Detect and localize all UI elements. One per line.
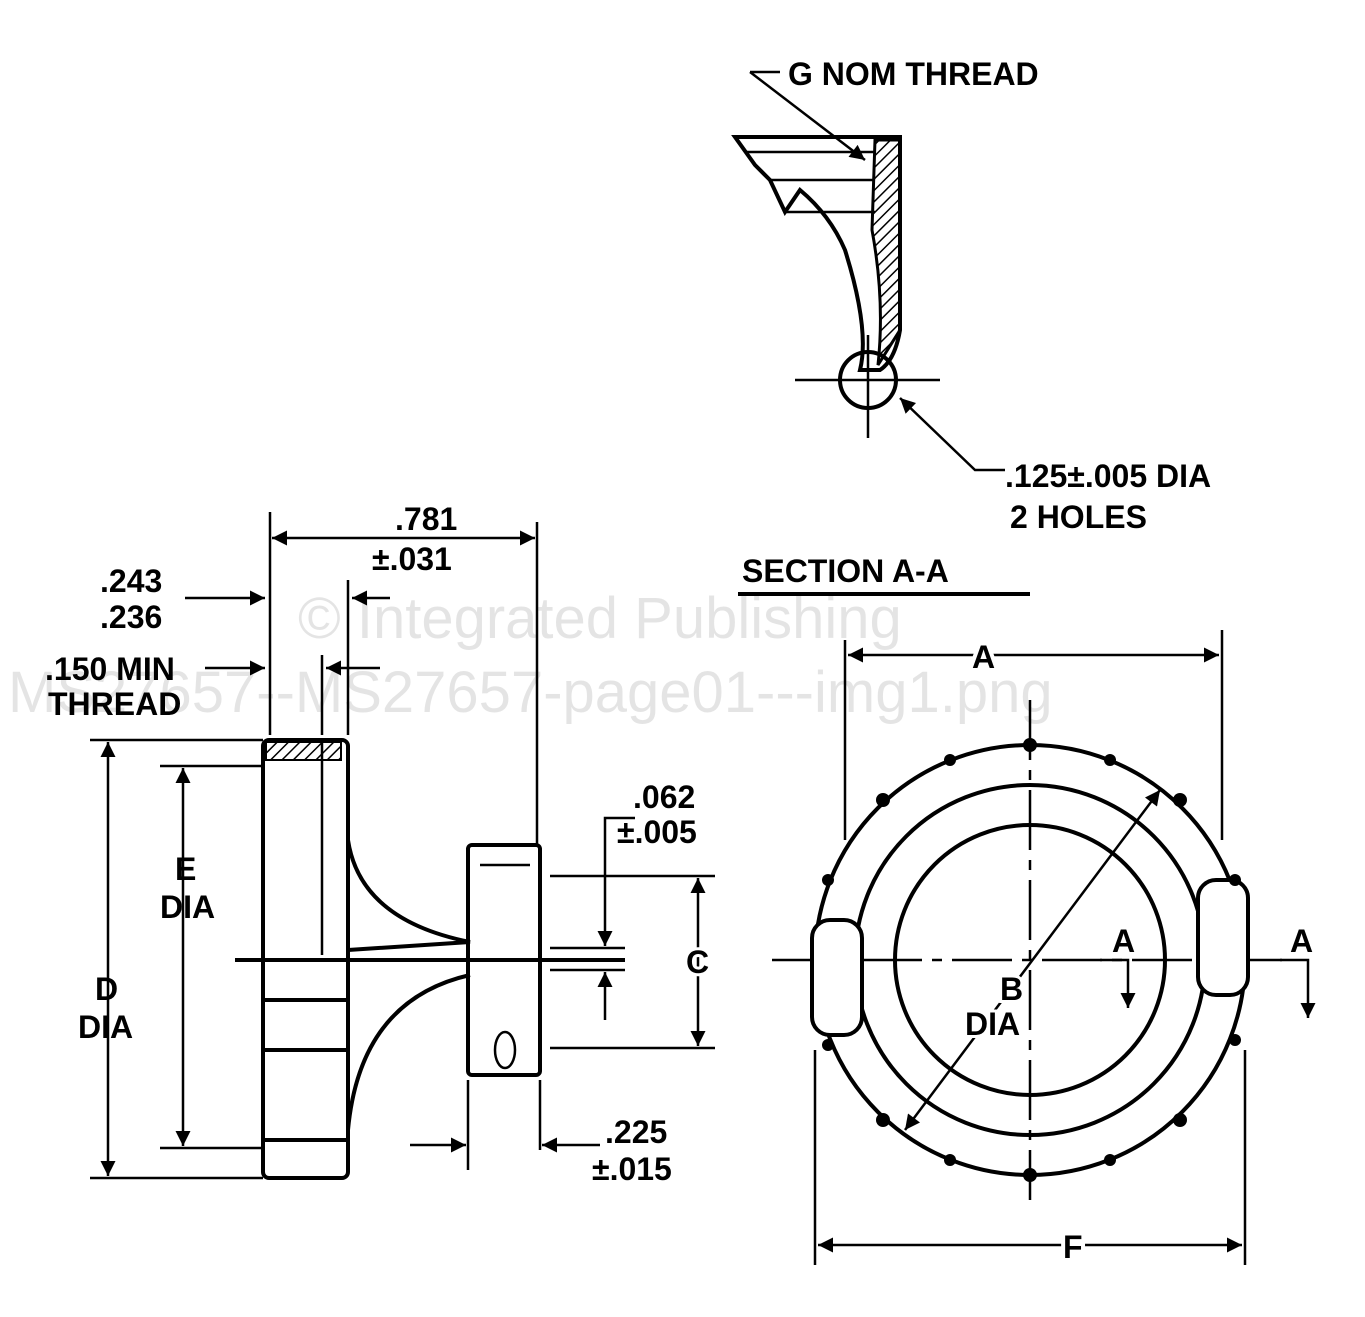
side-view: .781 ±.031 .243 .236 .150 MIN THREAD E D…: [45, 501, 715, 1187]
label-e: E: [175, 851, 196, 887]
label-thread: THREAD: [48, 686, 181, 722]
label-e-dia: DIA: [160, 889, 215, 925]
label-d-dia: DIA: [78, 1009, 133, 1045]
label-d: D: [95, 971, 118, 1007]
label-243: .243: [100, 563, 162, 599]
watermark-line2: MS27657--MS27657-page01---img1.png: [8, 660, 1053, 725]
section-mark-right: A: [1290, 923, 1313, 959]
section-detail: G NOM THREAD .125±.005 DIA 2 HOLES SECTI…: [731, 56, 1211, 596]
label-g-nom-thread: G NOM THREAD: [788, 56, 1039, 92]
label-tol-015: ±.015: [592, 1151, 672, 1187]
section-title: SECTION A-A: [742, 553, 949, 589]
section-mark-left: A: [1112, 923, 1135, 959]
label-hole-dia: .125±.005 DIA: [1005, 458, 1211, 494]
label-236: .236: [100, 599, 162, 635]
label-tol-031: ±.031: [372, 541, 452, 577]
label-a: A: [972, 639, 995, 675]
label-b: B: [1000, 971, 1023, 1007]
label-c: C: [686, 944, 709, 980]
front-view: A B DIA F A A: [772, 630, 1316, 1269]
label-225: .225: [605, 1114, 667, 1150]
label-f: F: [1063, 1229, 1083, 1265]
label-062: .062: [633, 779, 695, 815]
label-tol-005: ±.005: [617, 814, 697, 850]
label-781: .781: [395, 501, 457, 537]
label-b-dia: DIA: [965, 1006, 1020, 1042]
watermark-line1: © Integrated Publishing: [298, 586, 902, 651]
label-150-min: .150 MIN: [45, 651, 175, 687]
label-hole-count: 2 HOLES: [1010, 499, 1147, 535]
